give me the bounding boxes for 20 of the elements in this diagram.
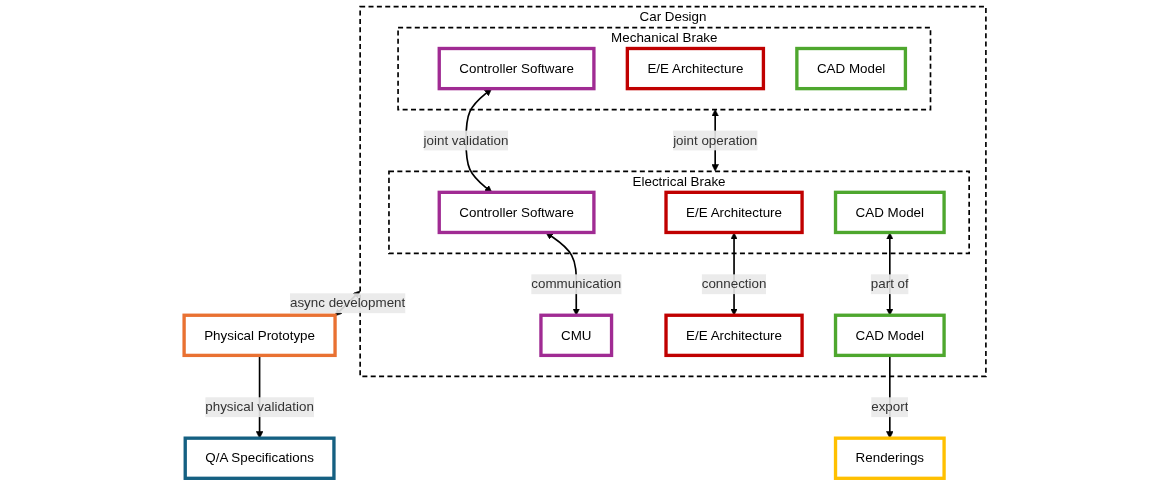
node-box: E/E Architecture <box>664 190 804 235</box>
edge-label: joint validation <box>423 132 509 148</box>
node-box: CAD Model <box>833 313 946 358</box>
node-box: E/E Architecture <box>625 46 766 91</box>
edge-label: connection <box>701 276 767 291</box>
edge-label: export <box>871 399 909 414</box>
node-box: Controller Software <box>437 46 596 91</box>
node-box: E/E Architecture <box>664 313 804 358</box>
node-box: CAD Model <box>795 46 908 91</box>
edge-label: joint operation <box>673 132 758 148</box>
node-box: CAD Model <box>833 190 946 235</box>
node-box: CMU <box>539 313 614 358</box>
edge-label: part of <box>870 276 909 291</box>
node-box: Controller Software <box>437 190 596 235</box>
node-box: Physical Prototype <box>182 313 337 358</box>
edge-label: async development <box>289 295 406 310</box>
node-box: Q/A Specifications <box>183 436 336 480</box>
node-box: Renderings <box>833 436 946 480</box>
edge-label: communication <box>531 276 622 291</box>
edge-label: physical validation <box>205 399 314 414</box>
